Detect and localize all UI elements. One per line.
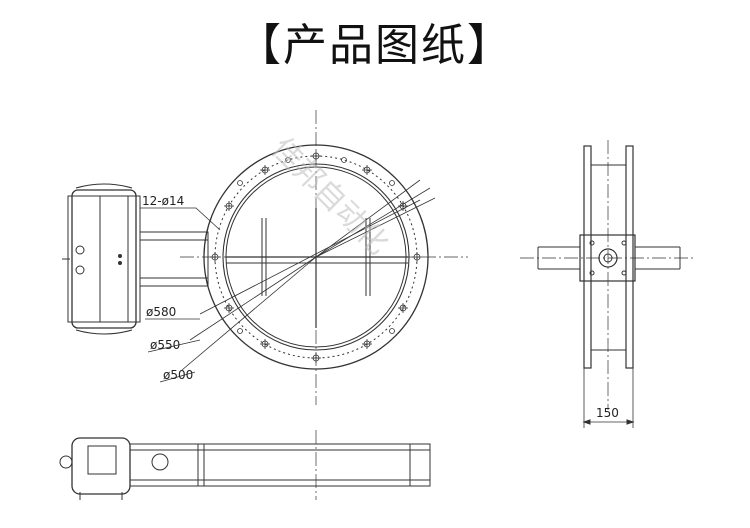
actuator-front — [62, 183, 209, 335]
diameter-550-label: ø550 — [150, 338, 180, 352]
watermark: 佳邦自动化 — [264, 131, 395, 262]
side-view — [520, 140, 696, 428]
front-view — [140, 110, 468, 405]
page-title: 【产品图纸】 — [237, 20, 513, 71]
bolt-holes — [210, 151, 422, 363]
diameter-500-label: ø500 — [163, 368, 193, 382]
bolt-holes-label: 12-ø14 — [142, 194, 184, 208]
top-view — [59, 430, 431, 500]
width-150-label: 150 — [596, 406, 619, 420]
diameter-580-label: ø580 — [146, 305, 176, 319]
